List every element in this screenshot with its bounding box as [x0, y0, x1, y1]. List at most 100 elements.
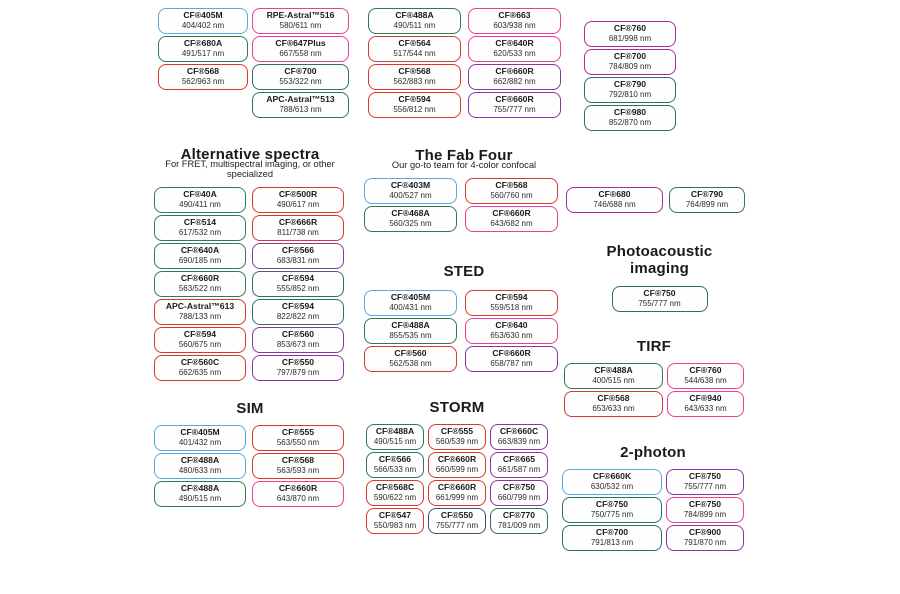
dye-name: CF®40A [183, 189, 217, 200]
dye-name: CF®666R [278, 217, 318, 228]
dye-name: CF®760 [613, 23, 647, 34]
dye-wavelengths: 490/515 nm [373, 437, 417, 447]
dye-name: CF®660R [495, 66, 534, 77]
dye-wavelengths: 681/998 nm [608, 34, 652, 44]
dye-wavelengths: 853/673 nm [276, 340, 320, 350]
dye-name: CF®488A [180, 455, 220, 466]
dye-name: CF®468A [391, 208, 430, 219]
dye-wavelengths: 811/738 nm [277, 228, 319, 238]
dye-wavelengths: 490/515 nm [178, 494, 222, 504]
dye-wavelengths: 683/831 nm [276, 256, 320, 266]
dye-wavelengths: 560/325 nm [389, 219, 432, 229]
dye-name: CF®660R [492, 208, 531, 219]
dye-wavelengths: 401/432 nm [178, 438, 222, 448]
dye-wavelengths: 663/839 nm [497, 437, 541, 447]
dye-wavelengths: 755/777 nm [493, 105, 536, 115]
dye-wavelengths: 563/550 nm [276, 438, 320, 448]
dye-name: APC-Astral™613 [165, 301, 235, 312]
dye-name: CF®750 [502, 482, 536, 493]
dye-name: CF®660R [437, 482, 477, 493]
dye-wavelengths: 563/522 nm [178, 284, 222, 294]
dye-name: CF®488A [395, 10, 434, 21]
dye-wavelengths: 755/777 nm [683, 482, 727, 492]
dye-name: CF®660R [495, 94, 534, 105]
dye-name: CF®790 [613, 79, 647, 90]
dye-wavelengths: 544/638 nm [684, 376, 727, 386]
dye-wavelengths: 822/822 nm [276, 312, 320, 322]
dye-name: CF®568 [597, 393, 630, 404]
dye-name: CF®403M [390, 180, 431, 191]
dye-wavelengths: 404/402 nm [181, 21, 225, 31]
dye-name: CF®760 [689, 365, 722, 376]
section-title: 2-photon [620, 444, 686, 461]
dye-name: CF®568 [281, 455, 315, 466]
dye-name: CF®514 [183, 217, 217, 228]
dye-name: RPE-Astral™516 [266, 10, 335, 21]
dye-name: CF®568 [495, 180, 528, 191]
dye-wavelengths: 617/532 nm [178, 228, 222, 238]
dye-wavelengths: 792/810 nm [608, 90, 652, 100]
dye-wavelengths: 566/533 nm [373, 465, 417, 475]
dye-wavelengths: 653/633 nm [592, 404, 635, 414]
dye-name: CF®680A [183, 38, 223, 49]
dye-name: CF®640 [495, 320, 528, 331]
dye-name: CF®663 [498, 10, 531, 21]
dye-name: CF®940 [689, 393, 722, 404]
dye-wavelengths: 643/633 nm [684, 404, 727, 414]
dye-name: CF®560 [281, 329, 315, 340]
dye-name: CF®660C [499, 426, 539, 437]
dye-wavelengths: 746/688 nm [593, 200, 636, 210]
dye-wavelengths: 490/411 nm [179, 200, 221, 210]
dye-wavelengths: 781/009 nm [497, 521, 541, 531]
dye-wavelengths: 660/799 nm [497, 493, 541, 503]
dye-name: CF®405M [183, 10, 223, 21]
dye-wavelengths: 480/633 nm [178, 466, 222, 476]
dye-name: CF®750 [688, 471, 722, 482]
dye-wavelengths: 562/963 nm [181, 77, 225, 87]
dye-name: CF®550 [281, 357, 315, 368]
dye-name: CF®500R [278, 189, 318, 200]
